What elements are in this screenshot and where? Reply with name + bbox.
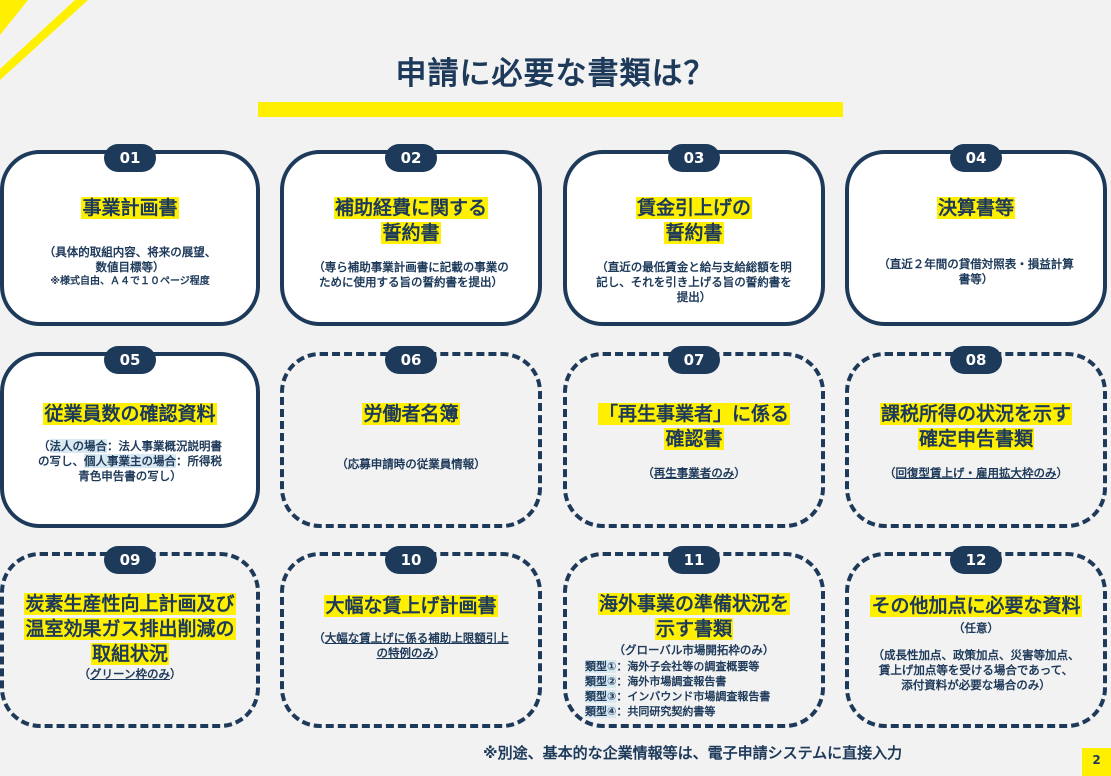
desc-text: （ — [642, 466, 654, 480]
document-card-07: 07 「再生事業者」に係る 確認書 （再生事業者のみ） — [563, 346, 825, 528]
card-desc-line: （応募申請時の従業員情報） — [336, 457, 486, 471]
card-desc-line: （直近の最低賃金と給与支給総額を明 — [596, 260, 792, 274]
desc-text: ） — [434, 646, 446, 660]
document-card-12: 12 その他加点に必要な資料 （任意） （成長性加点、政策加点、災害等加点、 賃… — [845, 546, 1107, 728]
card-title-line: 「再生事業者」に係る — [597, 403, 790, 425]
document-card-06: 06 労働者名簿 （応募申請時の従業員情報） — [280, 346, 542, 528]
card-title-line: 補助経費に関する — [333, 197, 488, 219]
applicable-condition: 再生事業者のみ — [653, 466, 735, 480]
desc-text: ：所得税 — [176, 454, 222, 468]
card-desc-line: 添付資料が必要な場合のみ） — [901, 678, 1051, 692]
card-title: その他加点に必要な資料 — [870, 595, 1082, 617]
type-label: 類型③ — [585, 690, 617, 703]
sole-proprietor-label: 個人事業主の場合 — [84, 454, 176, 468]
card-number-badge: 10 — [385, 546, 437, 574]
card-title: 労働者名簿 — [362, 403, 460, 425]
document-card-05: 05 従業員数の確認資料 （法人の場合：法人事業概況説明書 の写し、個人事業主の… — [0, 346, 260, 528]
card-title-line: 確認書 — [664, 428, 724, 450]
document-card-09: 09 炭素生産性向上計画及び 温室効果ガス排出削減の 取組状況 （グリーン枠のみ… — [0, 546, 260, 728]
card-desc-line: ために使用する旨の誓約書を提出） — [319, 275, 503, 289]
desc-text: （ — [38, 439, 50, 453]
card-desc-line: 提出） — [676, 290, 712, 304]
document-card-08: 08 課税所得の状況を示す 確定申告書類 （回復型賃上げ・雇用拡大枠のみ） — [845, 346, 1107, 528]
desc-text: ） — [734, 466, 746, 480]
document-card-01: 01 事業計画書 （具体的取組内容、将来の展望、 数値目標等） ※様式自由、Ａ４… — [0, 144, 260, 326]
card-desc-line: （成長性加点、政策加点、災害等加点、 — [872, 648, 1080, 662]
type-text: ：海外子会社等の調査概要等 — [616, 660, 760, 673]
card-title-line: 誓約書 — [664, 222, 724, 244]
card-number-badge: 01 — [104, 144, 156, 172]
desc-text: （ — [884, 466, 896, 480]
card-desc-line: 数値目標等） — [95, 260, 165, 274]
card-subtitle: （任意） — [953, 621, 999, 635]
type-text: ：インバウンド市場調査報告書 — [616, 690, 771, 703]
card-desc-line: 記し、それを引き上げる旨の誓約書を — [596, 275, 792, 289]
title-underline — [258, 102, 843, 117]
desc-text: （ — [313, 631, 325, 645]
corporation-label: 法人の場合 — [49, 439, 107, 453]
card-number-badge: 07 — [668, 346, 720, 374]
card-desc-line: （グローバル市場開拓枠のみ） — [613, 643, 775, 657]
applicable-condition: の特例のみ — [376, 646, 435, 660]
card-desc-line: （専ら補助事業計画書に記載の事業の — [313, 260, 509, 274]
card-desc-line: 賃上げ加点等を受ける場合であって、 — [878, 663, 1074, 677]
card-number-badge: 05 — [104, 346, 156, 374]
desc-text: ） — [169, 667, 182, 681]
card-title-line: 温室効果ガス排出削減の — [24, 618, 236, 640]
card-number-badge: 03 — [668, 144, 720, 172]
card-title-line: 確定申告書類 — [917, 428, 1034, 450]
card-title-line: 示す書類 — [654, 618, 733, 640]
corner-stripes-decoration — [0, 0, 88, 80]
document-card-03: 03 賃金引上げの 誓約書 （直近の最低賃金と給与支給総額を明 記し、それを引き… — [563, 144, 825, 326]
desc-text: の写し、 — [38, 454, 84, 468]
desc-text: 青色申告書の写し） — [78, 469, 182, 483]
document-card-02: 02 補助経費に関する 誓約書 （専ら補助事業計画書に記載の事業の ために使用す… — [280, 144, 542, 326]
card-number-badge: 06 — [385, 346, 437, 374]
card-title-line: 課税所得の状況を示す — [879, 403, 1072, 425]
desc-text: ：法人事業概況説明書 — [107, 439, 222, 453]
applicable-condition: グリーン枠のみ — [90, 667, 170, 681]
type-label: 類型② — [585, 675, 617, 688]
document-card-10: 10 大幅な賃上げ計画書 （大幅な賃上げに係る補助上限額引上 の特例のみ） — [280, 546, 542, 728]
page-title: 申請に必要な書類は？ — [395, 56, 716, 92]
type-text: ：共同研究契約書等 — [616, 705, 716, 718]
card-number-badge: 02 — [385, 144, 437, 172]
card-title-line: 炭素生産性向上計画及び — [24, 593, 236, 615]
desc-text: （ — [78, 667, 91, 681]
card-title-line: 海外事業の準備状況を — [597, 593, 790, 615]
card-number-badge: 09 — [104, 546, 156, 574]
type-text: ：海外市場調査報告書 — [616, 675, 727, 688]
card-title: 大幅な賃上げ計画書 — [324, 595, 498, 617]
card-number-badge: 04 — [950, 144, 1002, 172]
applicable-condition: 回復型賃上げ・雇用拡大枠のみ — [895, 466, 1057, 480]
type-label: 類型④ — [585, 705, 617, 718]
card-title-line: 取組状況 — [90, 643, 169, 665]
page-number-tab — [1082, 748, 1111, 776]
card-title: 事業計画書 — [81, 197, 179, 219]
card-title: 決算書等 — [936, 197, 1015, 219]
card-title-line: 誓約書 — [381, 222, 441, 244]
card-desc-line: （具体的取組内容、将来の展望、 — [43, 245, 217, 259]
applicable-condition: 大幅な賃上げに係る補助上限額引上 — [324, 631, 509, 645]
card-title: 従業員数の確認資料 — [43, 403, 217, 425]
card-note: ※様式自由、Ａ４で１０ページ程度 — [50, 276, 210, 287]
card-number-badge: 11 — [668, 546, 720, 574]
document-card-11: 11 海外事業の準備状況を 示す書類 （グローバル市場開拓枠のみ） 類型①：海外… — [563, 546, 825, 728]
card-number-badge: 12 — [950, 546, 1002, 574]
card-number-badge: 08 — [950, 346, 1002, 374]
desc-text: ） — [1056, 466, 1069, 480]
page-number: 2 — [1092, 753, 1101, 767]
card-title-line: 賃金引上げの — [635, 197, 752, 219]
footnote: ※別途、基本的な企業情報等は、電子申請システムに直接入力 — [483, 744, 903, 762]
type-label: 類型① — [585, 660, 617, 673]
card-desc-line: 書等） — [958, 272, 994, 286]
card-desc-line: （直近２年間の貸借対照表・損益計算 — [878, 257, 1074, 271]
document-card-04: 04 決算書等 （直近２年間の貸借対照表・損益計算 書等） — [845, 144, 1107, 326]
